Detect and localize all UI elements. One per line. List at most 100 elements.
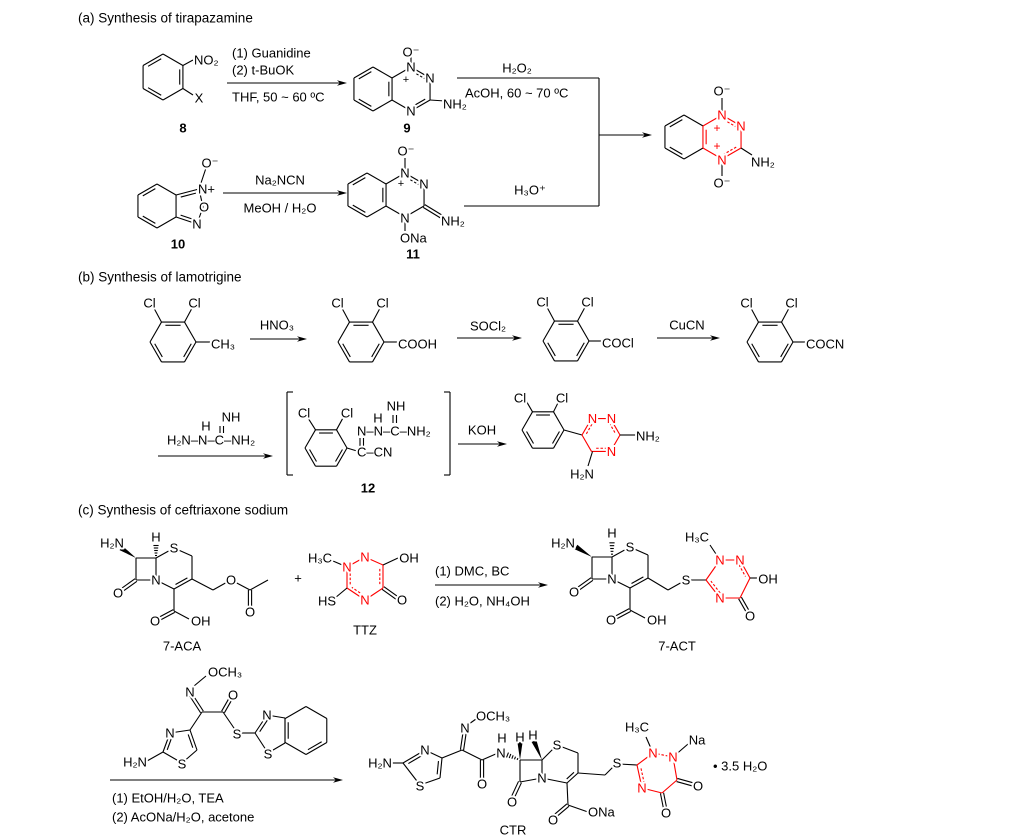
- bond: [175, 577, 188, 585]
- bond: [353, 99, 374, 112]
- atom-label: N: [460, 721, 469, 736]
- atom-label: O: [477, 777, 487, 792]
- hydrate-label: • 3.5 H₂O: [713, 759, 767, 774]
- bond: [196, 206, 204, 225]
- atom-label: O: [569, 585, 579, 600]
- reagent-text: (1) DMC, BC: [435, 564, 509, 579]
- atom-label: O: [606, 613, 616, 628]
- atom-label: O: [661, 806, 671, 821]
- bond: [155, 579, 175, 590]
- bond: [366, 172, 387, 185]
- atom-label: N: [192, 217, 201, 232]
- bond: [508, 753, 512, 759]
- bond: [180, 192, 197, 198]
- bond: [156, 216, 177, 229]
- bond: [553, 803, 568, 816]
- bond: [567, 804, 589, 813]
- atom-label: HS: [318, 594, 336, 609]
- compound-label: 10: [171, 237, 185, 252]
- bond: [342, 308, 350, 323]
- bond: [223, 698, 233, 714]
- atom-label: O: [745, 609, 755, 624]
- atom-label: NH₂: [441, 214, 465, 229]
- atom-label: OH: [191, 614, 211, 629]
- bond: [672, 756, 678, 781]
- bond: [611, 546, 631, 558]
- reagent-text: (1) Guanidine: [232, 46, 311, 61]
- atom-label: S: [416, 779, 425, 794]
- bond: [513, 756, 517, 760]
- bond: [254, 732, 269, 754]
- atom-label: Cl: [514, 391, 526, 406]
- bond: [142, 88, 164, 101]
- atom-label: O: [548, 813, 558, 828]
- bond: [122, 580, 138, 592]
- arrow-head: [538, 582, 548, 588]
- bond: [309, 449, 317, 462]
- bond: [513, 782, 522, 798]
- bond: [721, 147, 742, 160]
- bond: [404, 205, 425, 218]
- reagent-text: THF, 50 ~ 60 ºC: [232, 90, 325, 105]
- bond: [516, 757, 519, 761]
- atom-label: +: [398, 178, 404, 190]
- atom-label: H₃C: [625, 720, 649, 735]
- compound-label: 11: [406, 247, 420, 262]
- compound-label: CTR: [500, 823, 527, 838]
- bond: [629, 546, 649, 556]
- bond: [408, 754, 424, 765]
- bond: [308, 418, 316, 431]
- atom-label: Cl: [556, 391, 568, 406]
- bond: [419, 777, 441, 786]
- bond: [780, 343, 789, 358]
- bond: [259, 719, 269, 733]
- bond: [332, 560, 348, 568]
- bond: [652, 752, 674, 758]
- bond: [173, 547, 193, 557]
- bond: [647, 577, 669, 591]
- bond: [739, 559, 751, 579]
- bond: [184, 321, 197, 343]
- bond: [613, 608, 630, 618]
- bond: [581, 418, 592, 436]
- atom-label: NH₂: [751, 155, 775, 170]
- bond: [382, 557, 399, 566]
- bond: [346, 447, 358, 452]
- bond: [618, 763, 638, 766]
- bond: [364, 556, 384, 566]
- atom-label: NH₂: [443, 97, 467, 112]
- bond: [683, 114, 704, 127]
- atom-label: OH: [399, 551, 419, 566]
- atom-label: Cl: [376, 296, 388, 311]
- reagent-text: (2) t-BuOK: [232, 63, 294, 78]
- bond: [577, 320, 590, 342]
- atom-label: H₂N: [551, 536, 575, 551]
- atom-label: OCH₃: [476, 709, 510, 724]
- bond: [576, 577, 592, 589]
- bond: [511, 781, 520, 797]
- atom-label: N: [400, 166, 409, 181]
- atom-label: +: [403, 74, 409, 86]
- bond: [672, 743, 689, 758]
- reagent-text: CuCN: [669, 318, 704, 333]
- bond: [669, 119, 683, 128]
- bond: [142, 188, 156, 197]
- bond: [305, 742, 328, 755]
- bond: [429, 99, 446, 102]
- atom-label: H₂N: [100, 536, 124, 551]
- bond: [424, 749, 443, 759]
- bond: [659, 793, 664, 809]
- atom-label: NH: [387, 399, 406, 414]
- arrow-head: [333, 777, 343, 783]
- bond: [611, 578, 631, 589]
- bond: [629, 609, 646, 619]
- compound-label: 7-ACT: [658, 639, 696, 654]
- bond: [147, 87, 162, 96]
- reagent-text: MeOH / H₂O: [244, 201, 317, 216]
- bond: [335, 449, 343, 462]
- bond: [663, 792, 668, 808]
- bond: [352, 204, 366, 213]
- bond: [352, 177, 366, 186]
- atom-label: O: [150, 614, 160, 629]
- atom-label: X: [195, 91, 204, 106]
